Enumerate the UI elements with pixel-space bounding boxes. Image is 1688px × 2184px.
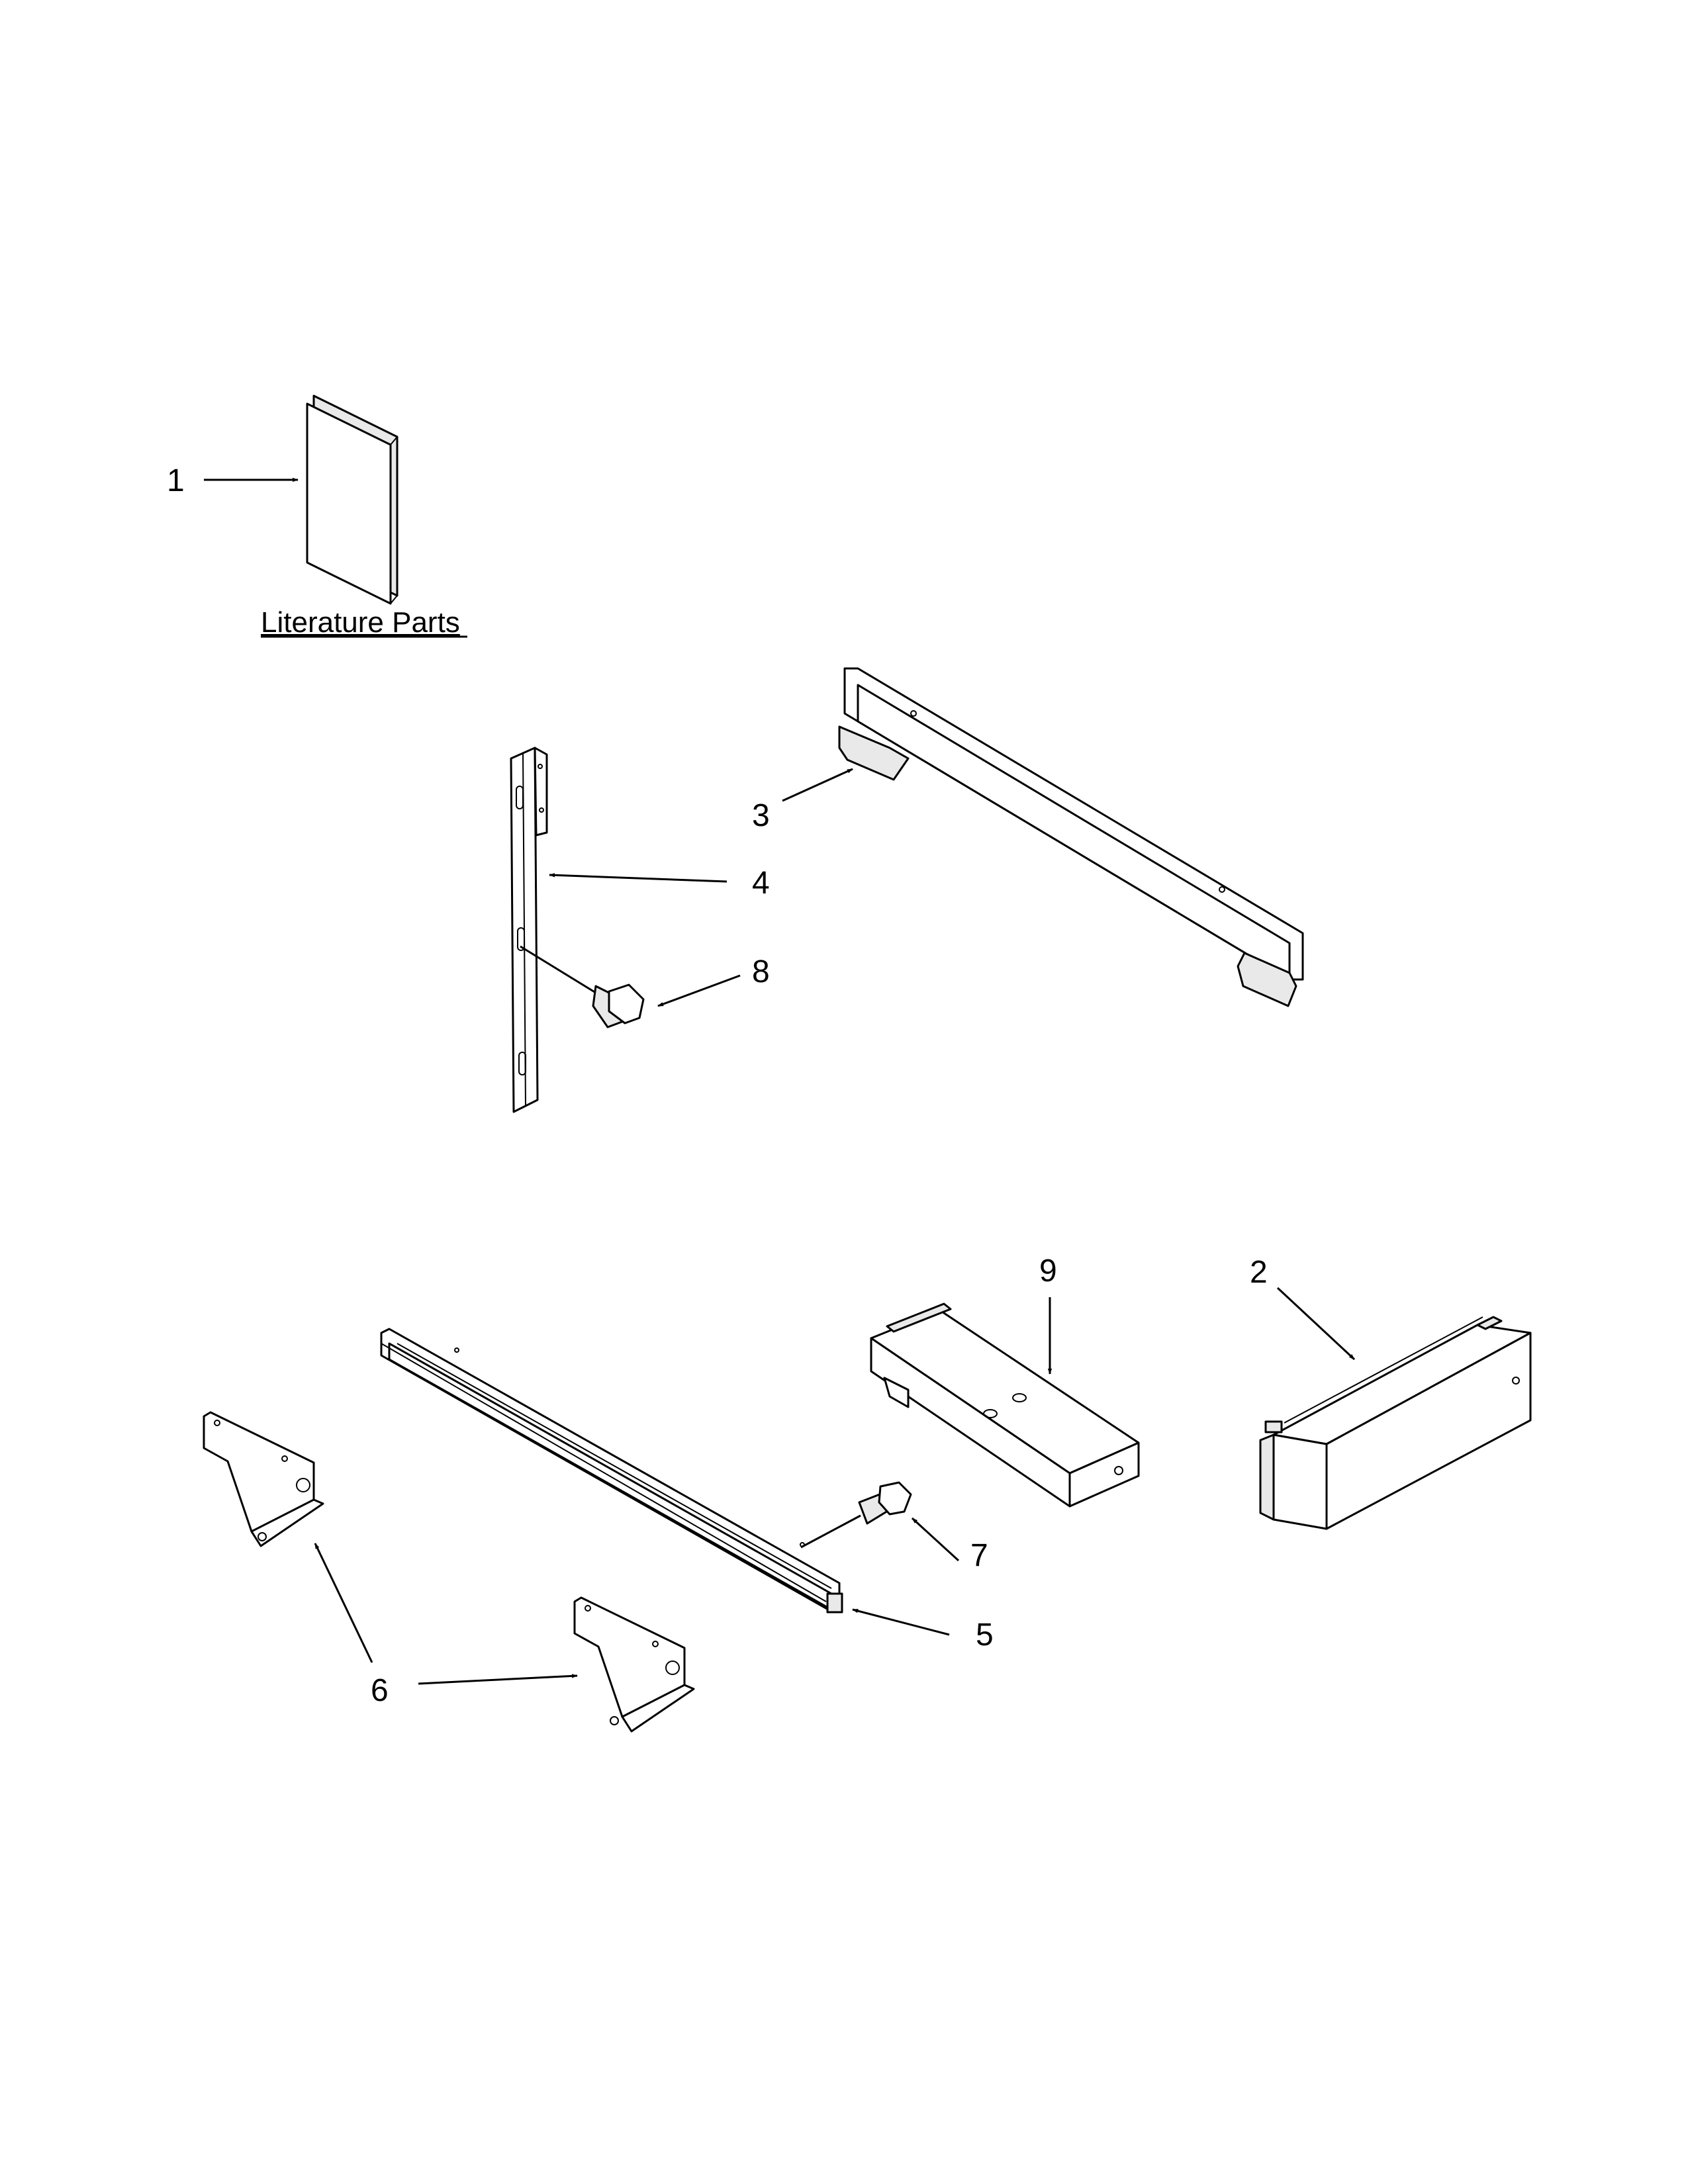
callout-1: 1: [167, 463, 185, 498]
side-bracket: [510, 747, 548, 1113]
callout-2: 2: [1250, 1255, 1268, 1290]
trim-box: [1259, 1316, 1532, 1530]
mounting-bracket-right: [573, 1596, 695, 1733]
literature-book: [306, 394, 399, 605]
rear-bracket: [838, 667, 1304, 1007]
mounting-bracket-left: [203, 1411, 324, 1547]
channel-screw: [800, 1481, 912, 1549]
callout-8: 8: [752, 954, 770, 989]
callout-7: 7: [970, 1538, 988, 1573]
spacer-block: [870, 1302, 1140, 1508]
leader-8: [657, 974, 741, 1007]
side-bracket-screw: [520, 945, 645, 1028]
leader-2: [1276, 1287, 1356, 1361]
callout-5: 5: [976, 1617, 994, 1653]
literature-parts-caption: Literature Parts: [261, 606, 460, 639]
callout-4: 4: [752, 866, 770, 901]
leader-5: [852, 1608, 950, 1636]
leader-4: [549, 873, 727, 883]
leader-6a: [314, 1543, 373, 1663]
lower-channel: [380, 1328, 843, 1614]
callout-6: 6: [371, 1673, 389, 1708]
leader-3: [782, 768, 853, 802]
leader-7: [911, 1517, 960, 1562]
leader-6b: [418, 1674, 578, 1685]
callout-3: 3: [752, 798, 770, 833]
callout-9: 9: [1039, 1253, 1057, 1289]
